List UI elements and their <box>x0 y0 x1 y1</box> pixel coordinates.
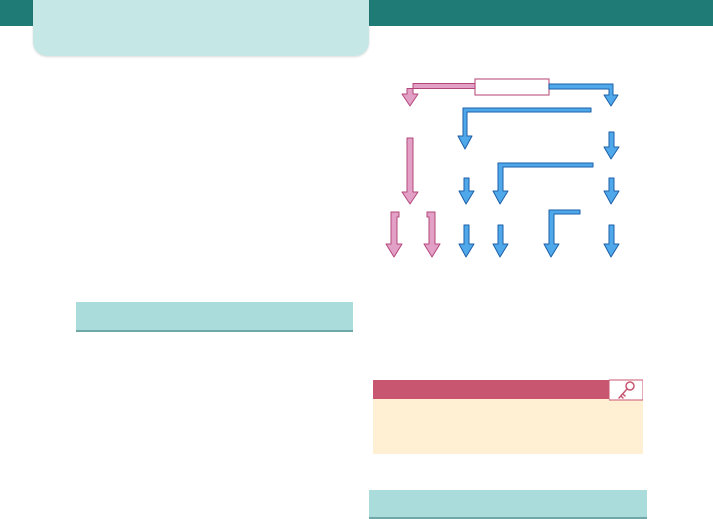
right-section-header <box>369 490 647 519</box>
blue-arrow-bottom-1 <box>458 224 475 258</box>
blue-arrow-right-3 <box>603 177 620 205</box>
blue-arrow-l-middle <box>492 162 594 205</box>
header-bar-right <box>369 0 713 26</box>
pink-arrow-root-left <box>401 83 476 107</box>
key-point-box <box>373 378 644 454</box>
blue-arrow-right-2 <box>603 131 620 160</box>
classification-diagram <box>369 60 713 280</box>
blue-arrow-bottom-l <box>543 209 581 258</box>
pink-arrow-long <box>401 137 419 205</box>
blue-arrow-root-right <box>548 83 619 107</box>
blue-arrow-l-top <box>457 107 592 150</box>
blue-arrow-col2-down <box>458 177 475 205</box>
key-point-body <box>373 399 643 454</box>
pink-arrow-bracket-right <box>423 211 441 258</box>
blue-arrow-bottom-4 <box>603 224 620 258</box>
pink-arrow-bracket-left <box>385 211 403 258</box>
key-icon <box>608 378 644 402</box>
title-tab <box>33 0 369 56</box>
left-section-header <box>76 302 353 332</box>
key-point-header <box>373 380 609 399</box>
blue-arrow-bottom-2 <box>492 224 509 258</box>
diagram-svg <box>385 78 620 258</box>
root-node <box>474 78 550 96</box>
header-bar-left <box>0 0 33 26</box>
